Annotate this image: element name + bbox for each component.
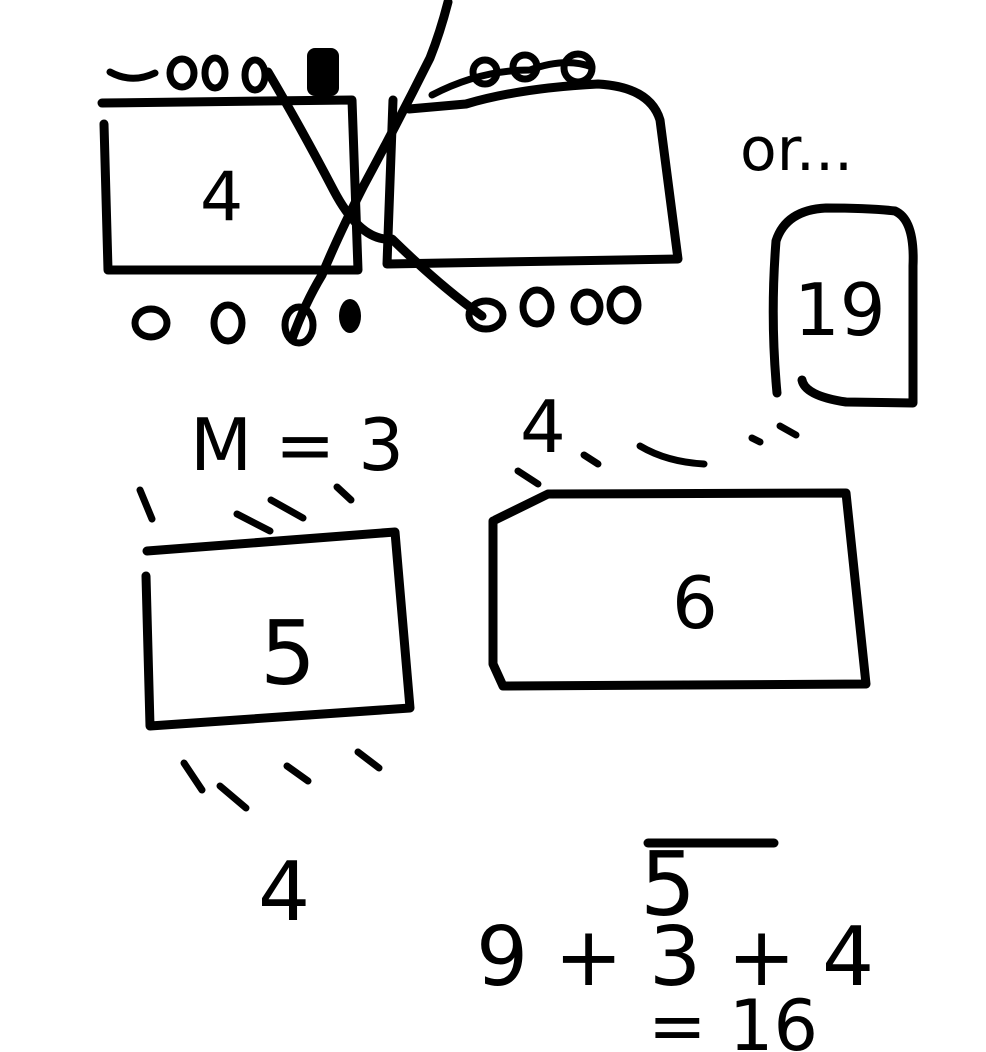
top-left-bottom-seats <box>131 299 361 347</box>
dash-mark <box>216 782 250 812</box>
seat-mark <box>570 288 604 326</box>
top-middle-box <box>382 50 683 333</box>
or-note-label: or... <box>740 115 853 185</box>
big-box-label: 6 <box>672 561 718 645</box>
seat-mark <box>210 301 246 345</box>
top-left-top-seats <box>106 48 339 96</box>
dash-mark <box>748 434 764 446</box>
seat-mark <box>201 54 229 92</box>
top-left-box: 4 <box>97 95 363 275</box>
big-box-top-number: 4 <box>520 385 566 469</box>
seat-mark <box>465 297 507 333</box>
big-box: 6 <box>488 488 871 691</box>
dash-mark <box>233 510 274 535</box>
m-equation: M = 3 <box>136 403 404 535</box>
seat-mark <box>509 51 541 83</box>
tall-right-box-label: 19 <box>794 268 886 352</box>
top-left-box-outline <box>97 95 363 275</box>
seat-mark <box>281 303 317 347</box>
cross-line-right-to-left <box>287 0 453 344</box>
dash-mark <box>354 748 383 772</box>
dash-mark <box>180 759 206 794</box>
equation-main-text: 9 + 3 + 4 <box>476 910 874 1005</box>
equation-top-number: 5 <box>640 833 696 936</box>
small-box-label: 5 <box>260 602 316 705</box>
dash-mark <box>514 467 542 488</box>
small-box: 5 <box>141 527 415 731</box>
seat-mark <box>131 305 171 341</box>
filled-seat-mark <box>339 299 361 333</box>
equation-result-text: = 16 <box>648 985 818 1052</box>
bottom-equation: 5 9 + 3 + 4 = 16 <box>476 833 874 1052</box>
dash-mark <box>333 483 355 504</box>
m-equation-label: M = 3 <box>190 403 404 487</box>
crossing-lines <box>263 0 487 344</box>
seat-mark <box>469 56 501 88</box>
dash-mark <box>580 451 602 468</box>
dash-mark <box>136 486 156 523</box>
dash-mark <box>283 762 312 785</box>
top-middle-top-arc <box>428 59 596 99</box>
filled-seat-mark <box>307 48 339 96</box>
small-box-bottom-number: 4 <box>258 845 310 940</box>
dash-mark <box>776 422 800 439</box>
dash-mark <box>636 442 708 468</box>
dash-mark <box>267 496 307 522</box>
seat-mark <box>519 286 555 328</box>
tall-right-box: 19 <box>748 203 918 446</box>
top-middle-box-outline <box>382 79 683 269</box>
small-box-bottom-dashes: 4 <box>180 748 383 940</box>
seat-mark <box>166 55 198 91</box>
big-box-top-note: 4 <box>514 385 708 488</box>
big-box-outline <box>488 488 871 691</box>
seat-mark <box>560 50 596 86</box>
seat-mark <box>241 56 269 94</box>
seat-mark <box>106 68 159 82</box>
top-right-note: or... <box>740 115 853 185</box>
tall-right-box-outline <box>768 203 918 408</box>
cross-line-left-to-right <box>263 67 487 321</box>
top-left-box-label: 4 <box>200 158 243 237</box>
seat-mark <box>606 285 642 325</box>
small-box-outline <box>141 527 415 731</box>
